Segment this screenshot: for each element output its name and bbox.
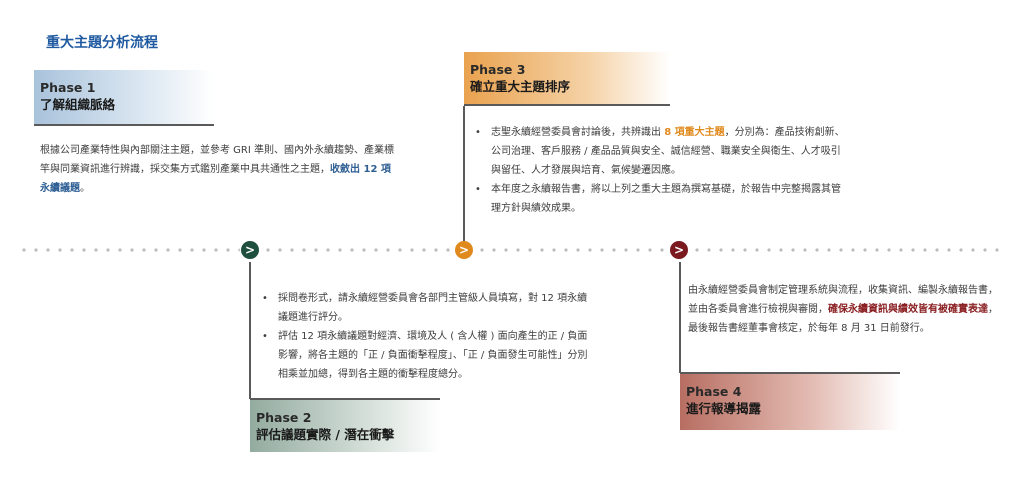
phase-4-description: 由永續經營委員會制定管理系統與流程，收集資訊、編製永續報告書，並由各委員會進行檢… [688,281,1000,338]
phase-3-chevron-icon: > [455,241,473,259]
phase-1-body: 根據公司產業特性與內部關注主題，並參考 GRI 準則、國內外永續趨勢、產業標竿與… [40,145,395,175]
timeline-dots-2 [262,248,454,252]
phase-2-header: Phase 2 評估議題實際 / 潛在衝擊 [250,398,440,452]
diagram-title: 重大主題分析流程 [46,35,158,51]
timeline-dots-3 [476,248,669,252]
phase-1-highlight: 收斂出 12 項永續議題 [40,164,391,194]
timeline-dots-1 [18,248,240,252]
phase-2-bullet-1: 採問卷形式，請永續經營委員會各部門主管級人員填寫，對 12 項永續議題進行評分。 [262,289,592,327]
phase-1-end: 。 [80,183,90,194]
phase-3-number: Phase 3 [470,62,526,77]
phase-3-bullet-1-pre: 志聖永續經營委員會討論後，共辨識出 [491,127,665,138]
phase-3-bullet-1: 志聖永續經營委員會討論後，共辨識出 8 項重大主題，分別為：產品技術創新、公司治… [475,123,845,180]
phase-4-chevron-icon: > [670,241,688,259]
phase-4-number: Phase 4 [686,384,742,399]
phase-4-name: 進行報導揭露 [686,401,762,416]
timeline-dots-4 [691,248,1007,252]
phase-3-bullet-2: 本年度之永續報告書，將以上列之重大主題為撰寫基礎，於報告中完整揭露其管理方針與績… [475,180,845,218]
phase-2-chevron-icon: > [241,241,259,259]
phase-2-description: 採問卷形式，請永續經營委員會各部門主管級人員填寫，對 12 項永續議題進行評分。… [262,289,592,384]
phase-4-header: Phase 4 進行報導揭露 [680,372,900,430]
phase-1-name: 了解組織脈絡 [40,97,116,112]
phase-4-highlight: 確保永續資訊與績效皆有被確實表達 [828,304,988,315]
phase-1-description: 根據公司產業特性與內部關注主題，並參考 GRI 準則、國內外永續趨勢、產業標竿與… [40,141,400,198]
phase-2-number: Phase 2 [256,410,312,425]
phase-3-header: Phase 3 確立重大主題排序 [464,52,670,106]
phase-1-number: Phase 1 [40,80,96,95]
phase-4-pre: 由永續經營委員會制定管理系統與流程，收集資訊、編製永續報告書，並由各委員會進行檢… [688,285,998,315]
phase-1-header: Phase 1 了解組織脈絡 [34,70,214,126]
phase-2-connector [249,262,251,399]
phase-4-post: ，最後報告書經董事會核定，於每年 8 月 31 日前發行。 [688,304,998,334]
phase-3-bullet-1-post: ，分別為：產品技術創新、公司治理、客戶服務 / 產品品質與安全、誠信經營、職業安… [491,127,845,176]
phase-3-connector [463,106,465,242]
phase-4-connector [679,262,681,373]
phase-2-name: 評估議題實際 / 潛在衝擊 [256,427,395,442]
phase-2-bullet-2: 評估 12 項永續議題對經濟、環境及人 ( 含人權 ) 面向產生的正 / 負面影… [262,327,592,384]
phase-3-highlight: 8 項重大主題 [664,127,725,138]
phase-3-name: 確立重大主題排序 [470,79,571,94]
phase-3-description: 志聖永續經營委員會討論後，共辨識出 8 項重大主題，分別為：產品技術創新、公司治… [475,123,845,218]
